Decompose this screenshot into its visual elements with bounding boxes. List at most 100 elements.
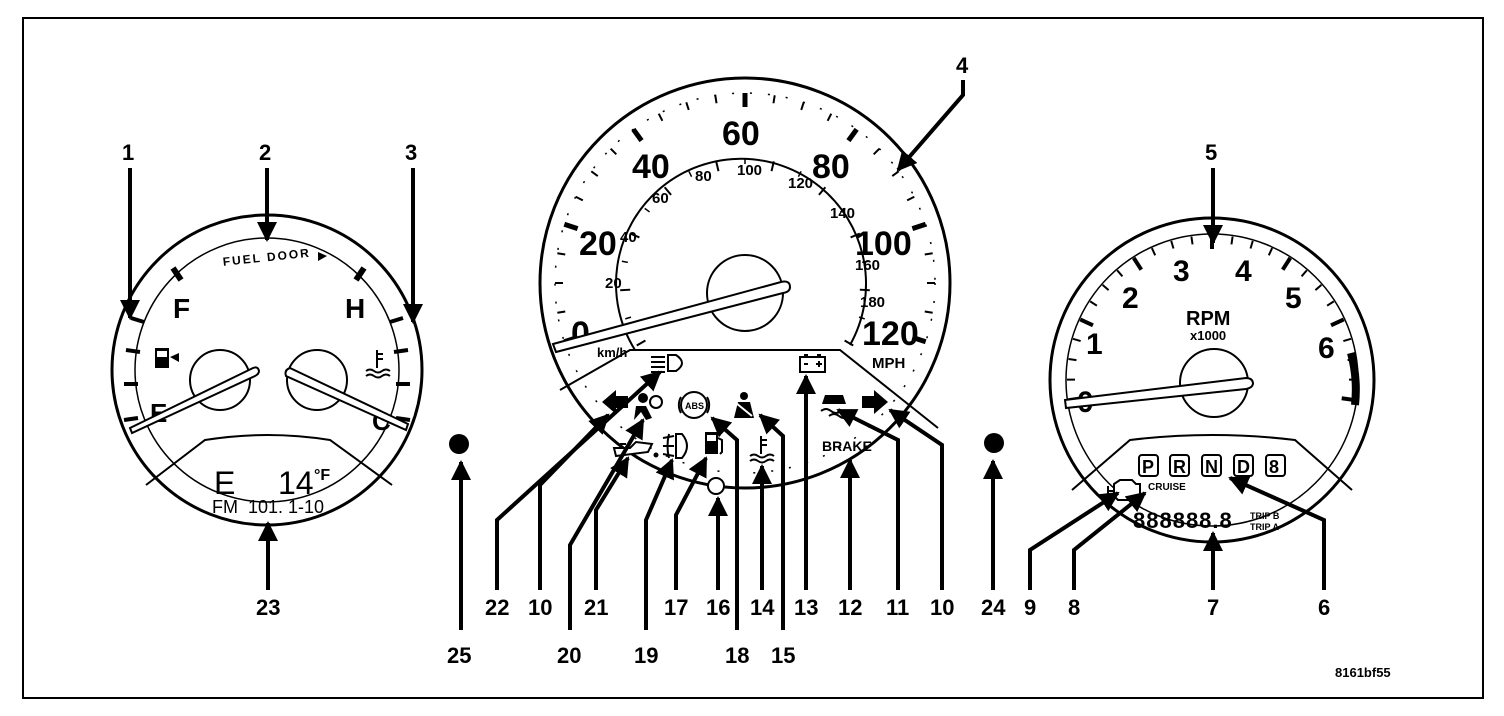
major-tick	[663, 186, 672, 196]
kmh-tick-100: 100	[737, 162, 762, 179]
minor-tick	[688, 170, 693, 177]
callout-20: 20	[557, 643, 581, 668]
battery-icon	[799, 354, 826, 373]
minor-tick	[772, 95, 776, 104]
major-tick	[1330, 317, 1345, 328]
gear-r: R	[1173, 457, 1186, 477]
rpm-tick-6: 6	[1318, 332, 1335, 365]
kmh-tick-120: 120	[788, 175, 813, 192]
callout-11: 11	[886, 595, 909, 620]
callout-10-right: 10	[930, 595, 954, 620]
compass-reading: E	[214, 465, 235, 501]
callout-21: 21	[584, 595, 608, 620]
rpm-tick-5: 5	[1285, 282, 1302, 315]
callout-3: 3	[405, 140, 417, 165]
odometer-display: 888888.8	[1133, 508, 1233, 533]
minor-tick	[858, 316, 865, 320]
major-tick	[636, 339, 646, 347]
minor-tick	[1170, 240, 1175, 249]
speedometer-needle	[551, 280, 792, 354]
minor-tick	[906, 195, 915, 202]
rpm-tick-2: 2	[1122, 282, 1139, 315]
minor-tick	[657, 113, 664, 122]
minor-tick	[685, 101, 690, 111]
minor-tick	[1230, 236, 1234, 245]
redline-band	[1347, 351, 1360, 406]
major-tick	[1281, 256, 1292, 271]
minor-tick	[1343, 337, 1352, 343]
minor-tick	[862, 260, 869, 264]
mph-tick-100: 100	[855, 225, 912, 263]
speedometer: 0 20 40 60 80 100 120 20 40 60 80 100 12…	[538, 76, 952, 495]
temp-needle	[284, 366, 410, 432]
figure-frame	[22, 17, 1484, 699]
fuel-pump-icon	[155, 348, 179, 368]
callout-23: 23	[256, 595, 280, 620]
minor-tick	[924, 252, 933, 256]
abs-icon: ABS	[677, 391, 711, 419]
gear-p: P	[1142, 457, 1154, 477]
callout-14: 14	[750, 595, 775, 620]
trip-a-label: TRIP A	[1250, 522, 1280, 532]
minor-tick	[1314, 284, 1323, 291]
left-indicator-dot	[449, 434, 469, 454]
major-tick	[911, 335, 927, 345]
mph-tick-80: 80	[812, 148, 850, 186]
major-tick	[631, 127, 644, 143]
gear-r-box	[1169, 454, 1190, 477]
trip-b-label: TRIP B	[1250, 511, 1280, 521]
rpm-tick-3: 3	[1173, 255, 1190, 288]
figure-code: 8161bf55	[1335, 665, 1391, 680]
minor-tick	[1267, 247, 1274, 256]
callout-1: 1	[122, 140, 134, 165]
minor-tick	[609, 147, 618, 156]
gear-n: N	[1205, 457, 1218, 477]
abs-label: ABS	[685, 401, 704, 411]
minor-tick	[714, 95, 718, 104]
minor-tick	[1249, 240, 1254, 249]
callout-10-left: 10	[528, 595, 552, 620]
kmh-tick-20: 20	[605, 275, 622, 292]
indicator-light-icon	[707, 477, 725, 495]
minor-tick	[625, 316, 632, 320]
speedo-coolant-temperature-icon	[749, 436, 775, 464]
kmh-tick-140: 140	[830, 205, 855, 222]
cruise-label: CRUISE	[1148, 482, 1186, 493]
kmh-scale-ticks	[620, 158, 870, 347]
minor-tick	[575, 195, 584, 202]
minor-tick	[1101, 284, 1110, 291]
callout-2: 2	[259, 140, 271, 165]
rpm-tick-4: 4	[1235, 255, 1252, 288]
minor-tick	[1326, 300, 1335, 307]
minor-tick	[1300, 269, 1308, 277]
major-tick	[1132, 256, 1143, 271]
callout-15: 15	[771, 643, 795, 668]
callout-19: 19	[634, 643, 658, 668]
mph-tick-120: 120	[862, 315, 919, 353]
fuel-needle	[128, 366, 261, 435]
minor-tick	[826, 113, 833, 122]
callout-7: 7	[1207, 595, 1219, 620]
callout-24: 24	[981, 595, 1006, 620]
callout-22: 22	[485, 595, 509, 620]
kmh-tick-160: 160	[855, 257, 880, 274]
major-tick	[846, 127, 859, 143]
gear-d-box	[1233, 454, 1254, 477]
rpm-unit-label: RPM	[1186, 308, 1230, 330]
mph-unit: MPH	[872, 355, 905, 372]
kmh-tick-80: 80	[695, 168, 712, 185]
display-window	[145, 434, 393, 486]
kmh-tick-60: 60	[652, 190, 669, 207]
callout-6: 6	[1318, 595, 1330, 620]
gear-selector: P R N D 8	[1138, 454, 1286, 477]
telltale-panel	[559, 349, 939, 429]
kmh-tick-180: 180	[860, 294, 885, 311]
mph-tick-20: 20	[579, 225, 617, 263]
callout-8: 8	[1068, 595, 1080, 620]
minor-tick	[872, 147, 881, 156]
callout-4: 4	[956, 53, 969, 78]
tach-display-window	[1071, 434, 1353, 491]
callout-16: 16	[706, 595, 730, 620]
front-fog-icon	[662, 433, 688, 459]
turn-right-icon	[862, 390, 888, 414]
